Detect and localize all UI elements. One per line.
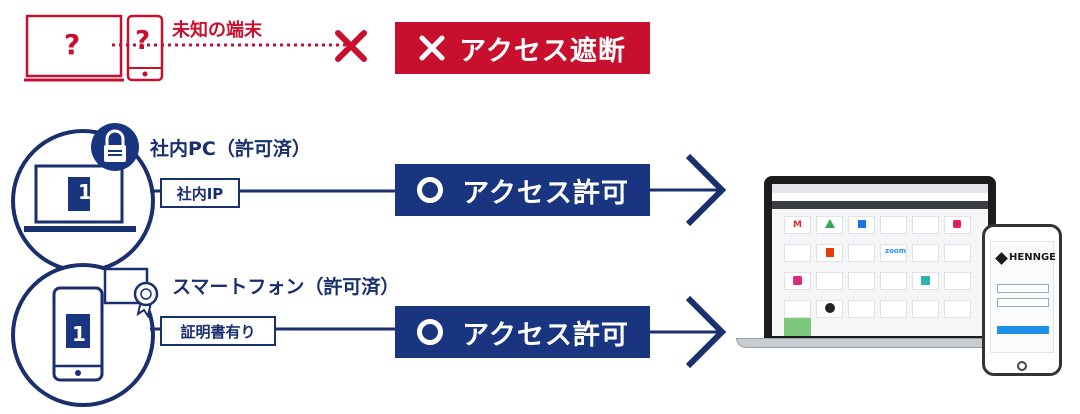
- phone-home-button: [1017, 361, 1027, 371]
- horse-icon: [793, 276, 802, 285]
- teal-logo-icon: [921, 276, 930, 285]
- app-tile[interactable]: [880, 216, 907, 234]
- access-denied-banner: アクセス遮断: [395, 22, 650, 74]
- app-tile[interactable]: [784, 300, 811, 318]
- company-pc-device-number: 1: [78, 180, 92, 204]
- gmail-icon: M: [793, 220, 802, 230]
- brand-name: HENNGE: [1009, 252, 1056, 263]
- app-tile[interactable]: [944, 272, 971, 290]
- calendar-icon: [858, 220, 866, 228]
- arrow-right-icon: [650, 295, 727, 369]
- access-allowed-text-phone: アクセス許可: [462, 319, 629, 351]
- app-tile[interactable]: [880, 244, 907, 262]
- company-pc-label: 社内PC（許可済）: [150, 138, 311, 160]
- access-denied-text: アクセス遮断: [459, 35, 626, 67]
- laptop-screen: M zoom: [772, 184, 988, 336]
- app-tile[interactable]: [816, 272, 843, 290]
- certificate-tag: 証明書有り: [160, 316, 276, 346]
- smartphone-label: スマートフォン（許可済）: [172, 276, 400, 298]
- unknown-phone-icon: [126, 14, 164, 82]
- office-icon: [826, 248, 834, 257]
- app-tile[interactable]: [880, 300, 907, 318]
- app-tile[interactable]: [848, 244, 875, 262]
- app-header: [772, 201, 988, 209]
- access-allowed-banner-pc: アクセス許可: [395, 164, 650, 216]
- unknown-device-label: 未知の端末: [172, 20, 262, 41]
- phone-mockup: HENNGE: [982, 224, 1062, 376]
- browser-tabbar: [772, 184, 988, 193]
- henngey-logo-icon: [995, 252, 1008, 265]
- laptop-mockup: M zoom: [736, 176, 1026, 352]
- login-field[interactable]: [997, 284, 1049, 293]
- app-tile[interactable]: [944, 244, 971, 262]
- app-tile[interactable]: [848, 300, 875, 318]
- unknown-laptop-icon: [24, 14, 124, 82]
- access-allowed-banner-phone: アクセス許可: [395, 306, 650, 358]
- denied-dotted-connector: [112, 43, 350, 47]
- arrow-right-icon: [650, 153, 727, 227]
- laptop-screen-frame: M zoom: [764, 176, 996, 338]
- smartphone-device-number: 1: [72, 322, 86, 346]
- certificate-icon: [103, 267, 159, 318]
- app-tile[interactable]: [912, 216, 939, 234]
- app-tile[interactable]: [944, 300, 971, 318]
- app-tile[interactable]: [848, 272, 875, 290]
- cross-icon: [419, 35, 445, 61]
- slack-icon: [953, 220, 961, 228]
- password-field[interactable]: [997, 298, 1049, 307]
- company-ip-tag: 社内IP: [160, 178, 240, 208]
- phone-screen: HENNGE: [990, 241, 1056, 353]
- login-button[interactable]: [997, 326, 1049, 334]
- cross-icon: [335, 30, 367, 62]
- access-allowed-text-pc: アクセス許可: [462, 177, 629, 209]
- circle-ok-icon: [417, 177, 444, 203]
- unknown-phone-question-mark: ?: [135, 26, 151, 56]
- drive-icon: [825, 219, 835, 228]
- zoom-icon: zoom: [885, 247, 906, 255]
- app-tile[interactable]: [784, 244, 811, 262]
- circle-ok-icon: [417, 319, 444, 345]
- lock-icon: [91, 123, 139, 171]
- app-tile[interactable]: [912, 300, 939, 318]
- app-tile[interactable]: [784, 216, 811, 234]
- app-tile[interactable]: [880, 272, 907, 290]
- app-tile[interactable]: [912, 244, 939, 262]
- unknown-laptop-question-mark: ?: [64, 28, 81, 61]
- green-tile-icon: [784, 318, 811, 336]
- dark-logo-icon: [825, 303, 835, 313]
